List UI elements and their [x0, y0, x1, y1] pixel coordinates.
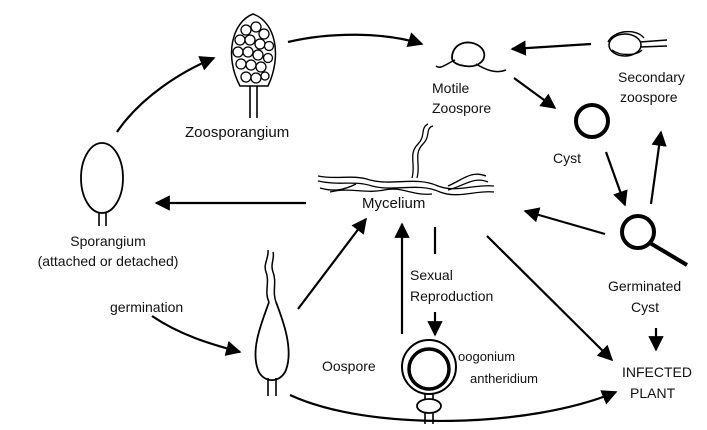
arrow-zoosporangium-to-motile-zoospore [288, 35, 422, 44]
infected-plant-label-line1: INFECTED [622, 364, 692, 380]
arrow-germinated-cyst-to-secondary-zoospore [651, 132, 661, 204]
secondary-zoospore-label-line2: zoospore [620, 89, 678, 105]
oogonium-label: oogonium [458, 349, 515, 364]
arrow-secondary-to-motile-zoospore [512, 44, 591, 49]
arrow-mycelium-to-infected-plant [487, 236, 612, 360]
antheridium-figure [417, 399, 441, 413]
arrow-sporangium-to-zoosporangium [117, 58, 214, 132]
arrow-oospore-to-infected-plant [290, 392, 616, 421]
secondary-zoospore-figure [608, 32, 667, 56]
sporangium-figure [81, 143, 123, 226]
oogonium-figure [402, 340, 456, 424]
motile-zoospore-figure [436, 42, 506, 71]
arrow-germinating-oospore-to-mycelium [298, 219, 366, 309]
infected-plant-label-line2: PLANT [630, 385, 676, 401]
sexual-reproduction-label-line2: Reproduction [410, 288, 493, 304]
germinated-cyst-label-line2: Cyst [631, 299, 659, 315]
mycelium-figure [318, 124, 494, 195]
sporangium-label-line2: (attached or detached) [38, 253, 179, 269]
arrow-motile-zoospore-to-cyst [514, 78, 555, 108]
arrow-germinated-cyst-to-mycelium [525, 211, 605, 234]
cyst-figure [576, 105, 608, 137]
secondary-zoospore-label-line1: Secondary [618, 69, 685, 85]
germinated-cyst-label-line1: Germinated [608, 278, 681, 294]
germinating-oospore-figure [255, 250, 288, 396]
zoosporangium-figure [232, 14, 276, 118]
oospore-label: Oospore [322, 358, 376, 374]
arrows [117, 35, 661, 421]
mycelium-label: Mycelium [362, 195, 425, 212]
arrow-germination-to-oospore [152, 316, 240, 352]
germination-label: germination [110, 299, 183, 315]
arrow-cyst-to-germinated-cyst [606, 152, 625, 205]
motile-zoospore-label-line1: Motile [432, 80, 470, 96]
cyst-label: Cyst [553, 150, 581, 166]
antheridium-label: antheridium [470, 371, 538, 386]
zoosporangium-label: Zoosporangium [185, 124, 289, 141]
sporangium-label-line1: Sporangium [70, 233, 146, 249]
sexual-reproduction-label-line1: Sexual [410, 267, 453, 283]
germinated-cyst-figure [622, 216, 687, 265]
motile-zoospore-label-line2: Zoospore [432, 100, 491, 116]
